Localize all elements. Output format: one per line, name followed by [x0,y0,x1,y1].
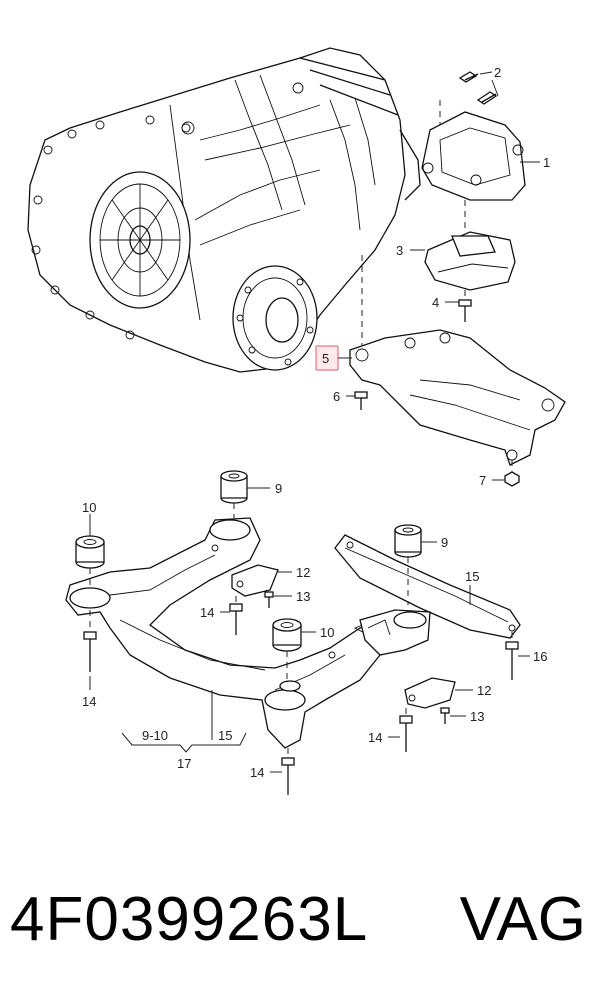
part-4-bolt: 4 [432,290,472,322]
subframe-right-brace [334,534,521,656]
part-number: 4F0399263L [10,885,369,954]
part-12-bracket-right: 12 [404,677,491,709]
callout-15-right-group: 15 [465,569,479,605]
bushing-seat-left-rear [264,689,306,711]
callout-14-b: 14 [82,694,96,709]
callout-15-right: 15 [465,569,479,584]
callout-17: 17 [177,756,191,771]
part-12-bracket-left: 12 [231,564,310,597]
callout-3: 3 [396,243,403,258]
callout-14-a: 14 [200,605,214,620]
callout-9-right: 9 [441,535,448,550]
part-9-bushing-right: 9 [394,524,448,605]
callout-14-d: 14 [368,730,382,745]
output-flange [232,265,318,371]
callout-5: 5 [322,351,329,366]
callout-4: 4 [432,295,439,310]
part-2-bolts: 2 [439,65,501,125]
callout-15-left-group: 15 9-10 17 [121,690,247,771]
callout-7: 7 [479,473,486,488]
callout-10-rear: 10 [320,625,334,640]
subframe-left [65,517,386,749]
callout-2: 2 [494,65,501,80]
part-1-mount-bracket: 1 [421,111,550,201]
part-9-bushing-left: 9 [220,470,282,518]
gearbox-housing [27,47,421,373]
callout-10-front: 10 [82,500,96,515]
input-shaft-face [89,171,191,309]
callout-9-left: 9 [275,481,282,496]
part-14-bolt-b: 14 [82,610,97,709]
part-10-bushing-front: 10 [75,500,105,588]
part-13-bolt-right: 13 [440,707,484,724]
part-3-rubber-mount: 3 [396,200,516,291]
part-14-bolt-a: 14 [200,596,243,635]
callout-12-left: 12 [296,565,310,580]
part-16-bolt: 16 [505,632,547,680]
exploded-parts-diagram: 1 2 3 4 5 [27,47,566,795]
brand-label: VAG [459,885,586,954]
part-14-bolt-d: 14 [368,708,413,752]
part-10-bushing-rear: 10 [272,618,334,680]
callout-13-right: 13 [470,709,484,724]
part-14-bolt-c: 14 [250,748,295,795]
part-6-bolt: 6 [333,389,368,410]
callout-14-c: 14 [250,765,264,780]
flange-bolts [31,115,191,340]
part-5-crossmember: 5 [315,255,566,466]
footer: 4F0399263L VAG [0,875,600,965]
part-7-nut: 7 [479,460,520,488]
bushing-seat-left-upper [209,519,251,541]
callout-range: 9-10 [142,728,168,743]
bushing-seat-left-front [69,587,111,609]
callout-13-left: 13 [296,589,310,604]
callout-6: 6 [333,389,340,404]
callout-1: 1 [543,155,550,170]
callout-12-right: 12 [477,683,491,698]
callout-16: 16 [533,649,547,664]
callout-15-left: 15 [218,728,232,743]
part-13-bolt-left: 13 [264,589,310,608]
